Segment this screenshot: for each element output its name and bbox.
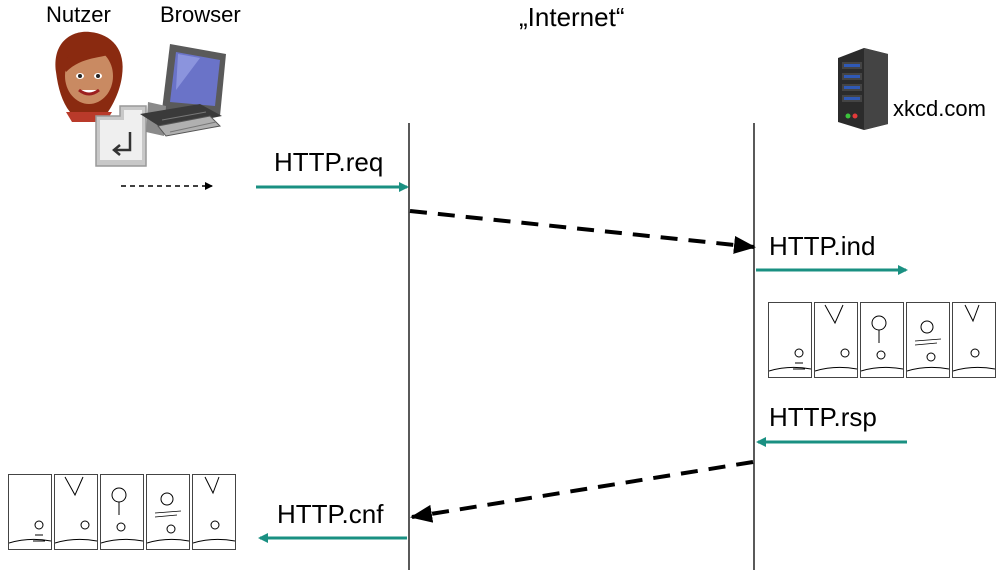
comic-panel (768, 302, 812, 378)
woman-avatar-icon (55, 31, 123, 122)
comic-panel (54, 474, 98, 550)
enter-key-icon (95, 105, 147, 167)
user-label: Nutzer (46, 2, 111, 27)
comic-panel (8, 474, 52, 550)
http-cnf-label: HTTP.cnf (277, 499, 384, 529)
http-ind-label: HTTP.ind (769, 231, 876, 261)
comic-panel (952, 302, 996, 378)
http-rsp-label: HTTP.rsp (769, 402, 877, 432)
network-response-arrow (410, 460, 754, 523)
comic-panel (146, 474, 190, 550)
desktop-computer-icon (140, 44, 226, 137)
xkcd-comic-strip-browser (8, 474, 236, 550)
internet-label: „Internet“ (519, 2, 625, 32)
comic-panel (100, 474, 144, 550)
comic-panel (814, 302, 858, 378)
network-request-arrow (409, 209, 756, 254)
browser-label: Browser (160, 2, 241, 27)
comic-panel (192, 474, 236, 550)
comic-panel (906, 302, 950, 378)
http-req-label: HTTP.req (274, 147, 384, 177)
xkcd-comic-strip-server (768, 302, 996, 378)
server-tower-icon (838, 48, 888, 130)
comic-panel (860, 302, 904, 378)
server-label: xkcd.com (893, 96, 986, 121)
